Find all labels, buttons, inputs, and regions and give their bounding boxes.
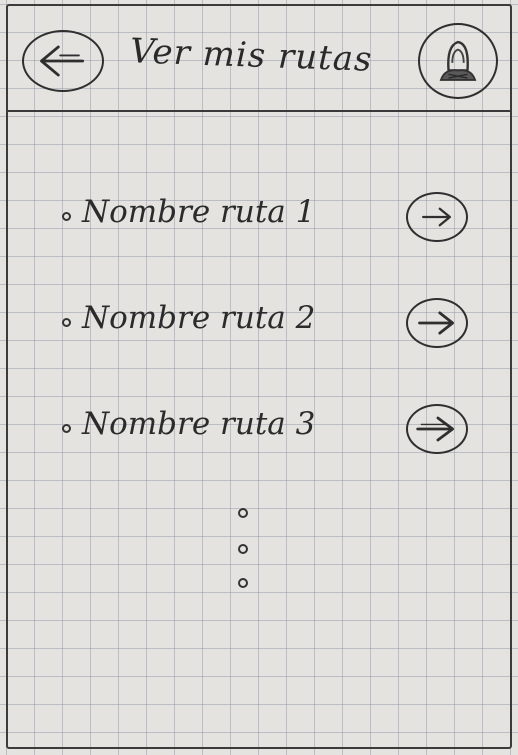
ellipsis-dot <box>238 578 248 588</box>
back-button[interactable] <box>22 30 104 92</box>
phone-frame: Ver mis rutas Nombre ruta 1 <box>6 4 512 749</box>
arrow-right-icon <box>422 207 452 227</box>
arrow-right-icon <box>416 416 455 442</box>
open-route-button[interactable] <box>406 404 468 454</box>
list-item[interactable]: Nombre ruta 2 <box>8 292 510 398</box>
route-name: Nombre ruta 2 <box>82 300 316 336</box>
route-name: Nombre ruta 1 <box>82 194 316 230</box>
ellipsis-dot <box>238 544 248 554</box>
user-avatar-icon <box>439 40 477 81</box>
route-list: Nombre ruta 1 Nombre ruta 2 <box>8 186 510 504</box>
vertical-ellipsis-icon <box>234 506 254 596</box>
list-item[interactable]: Nombre ruta 1 <box>8 186 510 292</box>
bullet-icon <box>62 424 71 433</box>
ellipsis-dot <box>238 508 248 518</box>
app-header: Ver mis rutas <box>8 6 510 112</box>
open-route-button[interactable] <box>406 298 468 348</box>
bullet-icon <box>62 212 71 221</box>
page-title: Ver mis rutas <box>129 31 374 80</box>
list-item[interactable]: Nombre ruta 3 <box>8 398 510 504</box>
arrow-left-icon <box>40 45 85 77</box>
bullet-icon <box>62 318 71 327</box>
route-name: Nombre ruta 3 <box>82 406 316 442</box>
profile-button[interactable] <box>418 23 498 99</box>
open-route-button[interactable] <box>406 192 468 242</box>
arrow-right-icon <box>418 311 455 335</box>
